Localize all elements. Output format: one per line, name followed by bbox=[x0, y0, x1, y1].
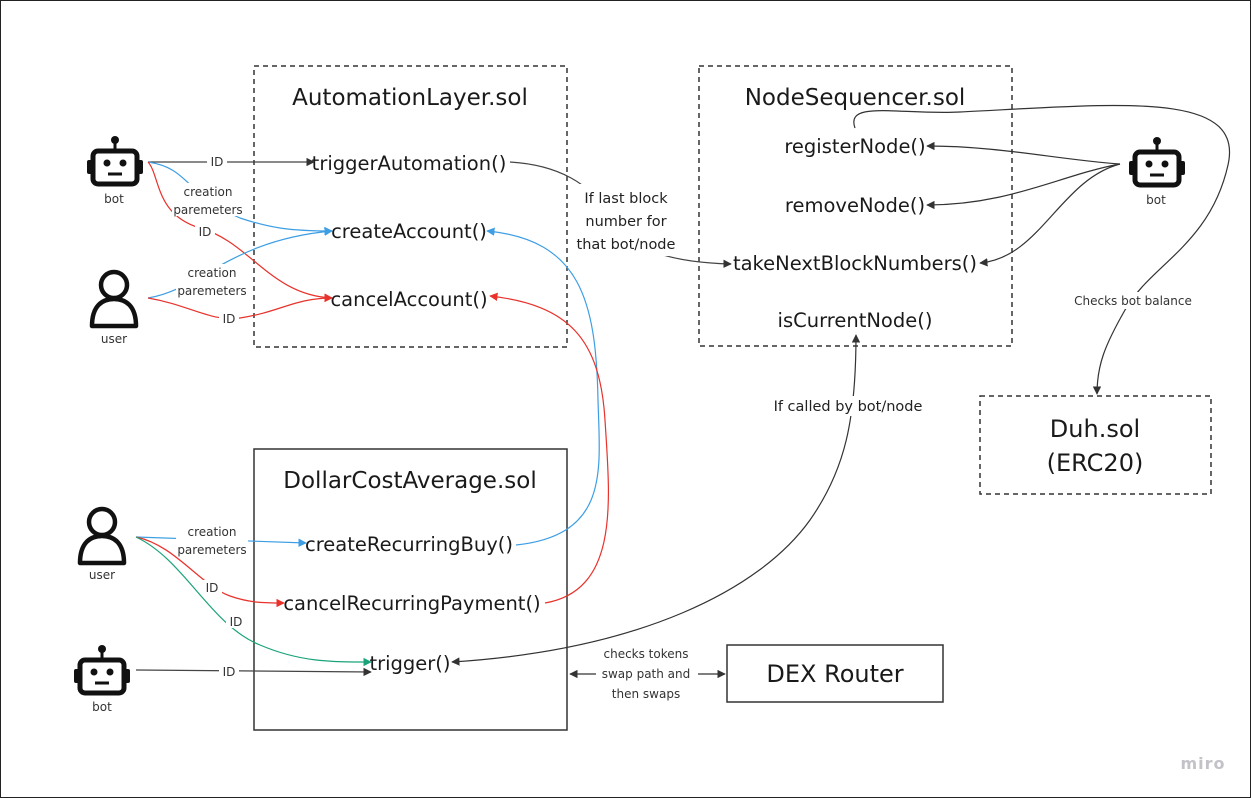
label-bot2-id: ID bbox=[223, 665, 236, 679]
label-user-creation-2: paremeters bbox=[177, 284, 246, 298]
label-dca-id-trigger: ID bbox=[230, 615, 243, 629]
bot-label-right: bot bbox=[1146, 193, 1166, 207]
label-bot-creation-2: paremeters bbox=[173, 203, 242, 217]
label-dex-1: checks tokens bbox=[603, 647, 688, 661]
fn-create-account: createAccount() bbox=[331, 220, 487, 243]
label-bot-id-trigger: ID bbox=[211, 155, 224, 169]
arrow-bot-create-account bbox=[147, 161, 333, 236]
node-sequencer-title: NodeSequencer.sol bbox=[745, 85, 966, 111]
fn-cancel-account: cancelAccount() bbox=[330, 288, 487, 311]
dca-title: DollarCostAverage.sol bbox=[283, 468, 536, 494]
automation-layer-title: AutomationLayer.sol bbox=[292, 85, 528, 111]
fn-trigger: trigger() bbox=[369, 652, 450, 675]
label-called-by: If called by bot/node bbox=[774, 399, 923, 415]
arrow-trigger-is-current-node bbox=[451, 334, 861, 666]
arrow-bot-register-node bbox=[926, 141, 1121, 165]
fn-remove-node: removeNode() bbox=[785, 194, 925, 217]
label-bot-creation-1: creation bbox=[184, 185, 233, 199]
label-dca-id-cancel: ID bbox=[206, 581, 219, 595]
label-bot-id-cancel: ID bbox=[199, 225, 212, 239]
label-checks-balance: Checks bot balance bbox=[1074, 294, 1192, 308]
fn-register-node: registerNode() bbox=[784, 135, 925, 158]
miro-watermark: miro bbox=[1180, 754, 1225, 773]
arrow-user-cancel-account bbox=[147, 293, 333, 320]
fn-take-next-block-numbers: takeNextBlockNumbers() bbox=[733, 252, 977, 275]
arrow-user-cancel-recurring bbox=[135, 536, 285, 608]
arrow-register-to-duh bbox=[853, 104, 1231, 395]
arrow-create-recurring-to-create-account bbox=[486, 227, 600, 546]
user-label-top-left: user bbox=[101, 332, 127, 346]
label-last-block-3: that bot/node bbox=[577, 237, 676, 253]
arrow-bot-trigger-dca bbox=[135, 667, 372, 677]
bot-icon bbox=[74, 645, 130, 696]
duh-subtitle: (ERC20) bbox=[1047, 449, 1144, 477]
label-last-block-1: If last block bbox=[584, 191, 668, 207]
label-dca-creation-1: creation bbox=[188, 525, 237, 539]
user-icon bbox=[89, 269, 139, 329]
label-user-id-cancel: ID bbox=[223, 312, 236, 326]
fn-create-recurring-buy: createRecurringBuy() bbox=[305, 533, 513, 556]
bot-icon bbox=[1129, 137, 1185, 188]
arrow-bot-remove-node bbox=[926, 163, 1121, 210]
fn-cancel-recurring-payment: cancelRecurringPayment() bbox=[283, 592, 540, 615]
dex-router-title: DEX Router bbox=[766, 660, 903, 688]
fn-trigger-automation: triggerAutomation() bbox=[312, 152, 507, 175]
arrow-bot-take-next bbox=[979, 163, 1121, 267]
label-user-creation-1: creation bbox=[188, 266, 237, 280]
user-label-bottom-left: user bbox=[89, 568, 115, 582]
fn-is-current-node: isCurrentNode() bbox=[778, 309, 933, 332]
duh-title: Duh.sol bbox=[1050, 415, 1140, 443]
bot-icon bbox=[87, 136, 143, 187]
automation-layer-box bbox=[253, 65, 568, 348]
label-dca-creation-2: paremeters bbox=[177, 543, 246, 557]
label-last-block-2: number for bbox=[585, 214, 666, 230]
duh-box bbox=[979, 395, 1212, 495]
label-dex-3: then swaps bbox=[612, 687, 680, 701]
bot-label-top-left: bot bbox=[104, 192, 124, 206]
bot-label-bottom-left: bot bbox=[92, 700, 112, 714]
label-dex-2: swap path and bbox=[602, 667, 691, 681]
arrow-user-trigger bbox=[135, 536, 372, 667]
user-icon bbox=[77, 506, 127, 566]
